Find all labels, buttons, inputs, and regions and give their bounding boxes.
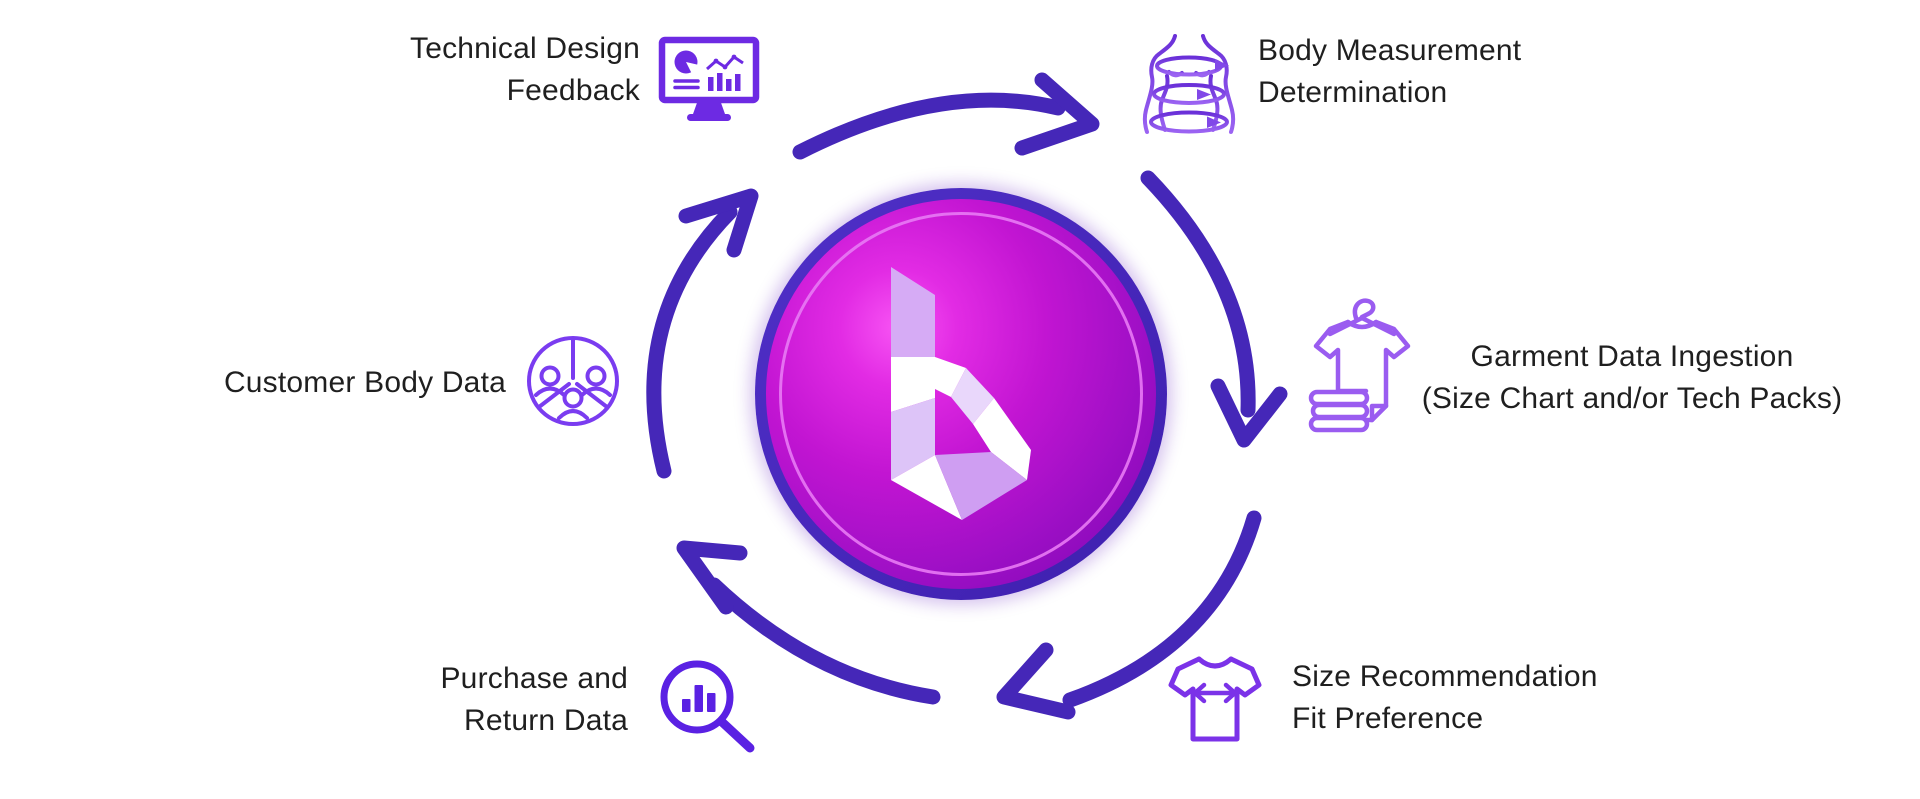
- step-label-line: Technical Design: [410, 32, 640, 65]
- step-label-line: Return Data: [464, 704, 628, 737]
- step-label-line: Feedback: [506, 74, 640, 107]
- step-technical-design-feedback: Technical Design Feedback: [410, 28, 640, 112]
- step-customer-body-data: Customer Body Data: [224, 362, 506, 404]
- body-measurement-icon: [1138, 30, 1240, 136]
- step-label-line: Customer Body Data: [223, 366, 506, 399]
- tshirt-size-icon: [1168, 652, 1262, 746]
- step-body-measurement-determination: Body Measurement Determination: [1258, 30, 1521, 114]
- step-label-line: Purchase and: [440, 662, 628, 695]
- hub-inner-ring: [779, 212, 1143, 576]
- garment-hanger-icon: [1308, 294, 1418, 438]
- step-label-line: Size Recommendation: [1292, 660, 1598, 693]
- people-circle-icon: [525, 334, 621, 428]
- arrow-right: [1140, 170, 1288, 448]
- faceted-b-logo: [891, 267, 1031, 520]
- step-purchase-and-return-data: Purchase and Return Data: [440, 658, 628, 742]
- step-garment-data-ingestion: Garment Data Ingestion (Size Chart and/o…: [1420, 336, 1844, 420]
- monitor-analytics-icon: [658, 36, 762, 128]
- step-size-recommendation-fit-preference: Size Recommendation Fit Preference: [1292, 656, 1598, 740]
- brand-hub: [755, 188, 1167, 600]
- step-label-line: Garment Data Ingestion: [1470, 340, 1794, 373]
- step-label-line: (Size Chart and/or Tech Packs): [1421, 382, 1843, 415]
- arrow-left: [646, 188, 759, 479]
- magnifier-chart-icon: [656, 656, 758, 754]
- arrow-top: [792, 72, 1100, 160]
- step-label-line: Fit Preference: [1292, 702, 1484, 735]
- step-label-line: Determination: [1258, 76, 1448, 109]
- step-label-line: Body Measurement: [1258, 34, 1522, 67]
